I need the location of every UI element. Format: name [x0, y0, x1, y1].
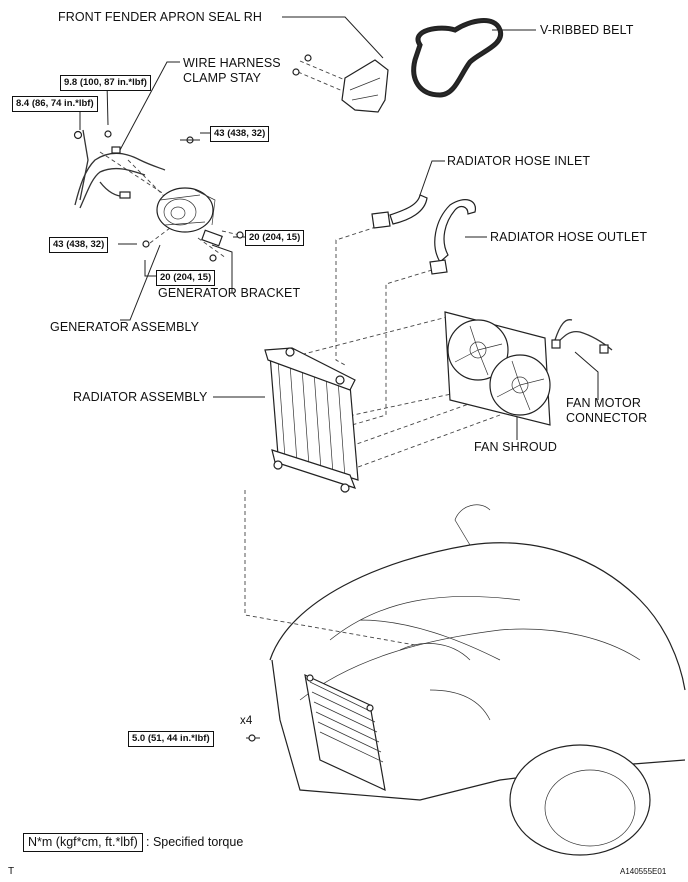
- corner-mark-left: T: [8, 866, 15, 877]
- torque-generator-upper-bolt: 43 (438, 32): [210, 126, 270, 142]
- torque-bracket-bolt-left: 20 (204, 15): [156, 270, 216, 286]
- label-radiator-assembly: RADIATOR ASSEMBLY: [73, 390, 208, 404]
- vehicle-front: [248, 504, 686, 856]
- generator-assembly: [142, 136, 244, 262]
- fan-shroud: [444, 311, 551, 426]
- torque-generator-lower-bolt: 43 (438, 32): [49, 237, 109, 253]
- torque-harness-bolt: 8.4 (86, 74 in.*lbf): [12, 96, 98, 112]
- v-ribbed-belt: [411, 18, 504, 98]
- label-radiator-hose-outlet: RADIATOR HOSE OUTLET: [490, 230, 648, 244]
- label-x4: x4: [240, 715, 253, 727]
- torque-bracket-bolt-right: 20 (204, 15): [245, 230, 305, 246]
- label-fan-motor: FAN MOTOR: [566, 396, 641, 410]
- front-fender-apron-seal: [292, 54, 389, 113]
- label-v-ribbed-belt: V-RIBBED BELT: [540, 23, 634, 37]
- label-front-fender-apron-seal: FRONT FENDER APRON SEAL RH: [58, 10, 263, 24]
- label-wire-harness: WIRE HARNESS: [183, 56, 281, 70]
- label-clamp-stay: CLAMP STAY: [183, 71, 262, 85]
- assembly-dash-lines: [99, 60, 501, 646]
- figure-code: A140555E01: [620, 867, 667, 876]
- label-generator-bracket: GENERATOR BRACKET: [158, 286, 301, 300]
- wire-harness: [73, 129, 166, 209]
- legend-unit-box: N*m (kgf*cm, ft.*lbf): [23, 833, 143, 852]
- radiator-assembly: [264, 347, 359, 493]
- label-generator-assembly: GENERATOR ASSEMBLY: [50, 320, 200, 334]
- label-fan-shroud: FAN SHROUD: [474, 440, 557, 454]
- torque-radiator-bolt: 5.0 (51, 44 in.*lbf): [128, 731, 214, 747]
- radiator-hoses: [371, 194, 476, 275]
- label-radiator-hose-inlet: RADIATOR HOSE INLET: [447, 154, 591, 168]
- label-connector: CONNECTOR: [566, 411, 648, 425]
- fan-motor-connector: [551, 319, 613, 354]
- torque-clamp-stay-bolt: 9.8 (100, 87 in.*lbf): [60, 75, 151, 91]
- legend-description: : Specified torque: [146, 835, 244, 849]
